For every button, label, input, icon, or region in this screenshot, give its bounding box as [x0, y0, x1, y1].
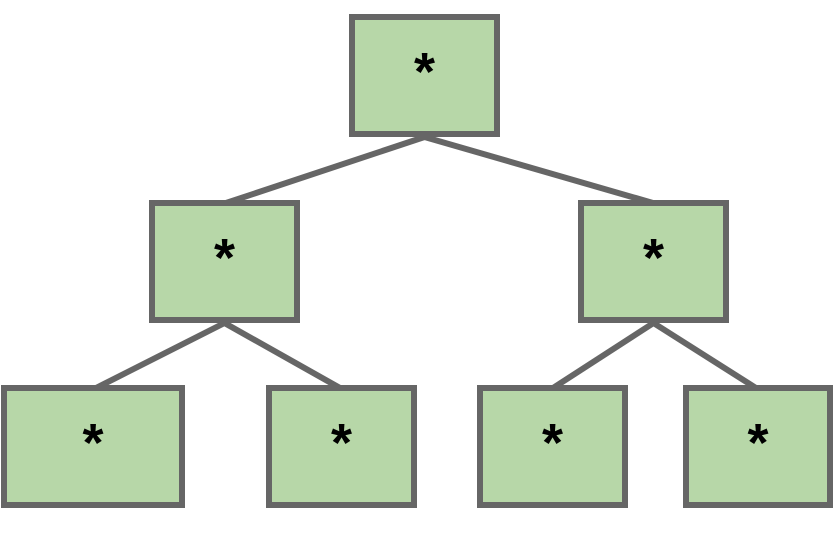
node-box-root [349, 14, 500, 137]
node-label-right: * [643, 228, 664, 288]
node-label-left-left: * [82, 413, 103, 473]
edge-root-to-left [225, 134, 426, 206]
tree-nodes: * * * * * * * [1, 14, 833, 508]
edge-left-to-left-right [223, 320, 342, 391]
node-label-right-left: * [542, 413, 563, 473]
node-label-left: * [214, 228, 235, 288]
node-box-left-left [1, 385, 185, 508]
node-label-root: * [414, 42, 435, 102]
tree-node-left: * [149, 200, 300, 323]
edge-root-to-right [423, 134, 654, 206]
node-box-right [578, 200, 729, 323]
tree-node-right-right: * [683, 385, 833, 508]
tree-node-right: * [578, 200, 729, 323]
edge-right-to-right-right [651, 320, 758, 391]
tree-node-left-left: * [1, 385, 185, 508]
edge-right-to-right-left [551, 320, 656, 391]
node-box-left-right [266, 385, 417, 508]
node-label-right-right: * [747, 413, 768, 473]
tree-edges [94, 134, 758, 391]
tree-node-root: * [349, 14, 500, 137]
node-box-right-right [683, 385, 833, 508]
tree-node-left-right: * [266, 385, 417, 508]
node-box-right-left [477, 385, 628, 508]
node-label-left-right: * [331, 413, 352, 473]
edge-left-to-left-left [94, 320, 226, 391]
tree-node-right-left: * [477, 385, 628, 508]
node-box-left [149, 200, 300, 323]
